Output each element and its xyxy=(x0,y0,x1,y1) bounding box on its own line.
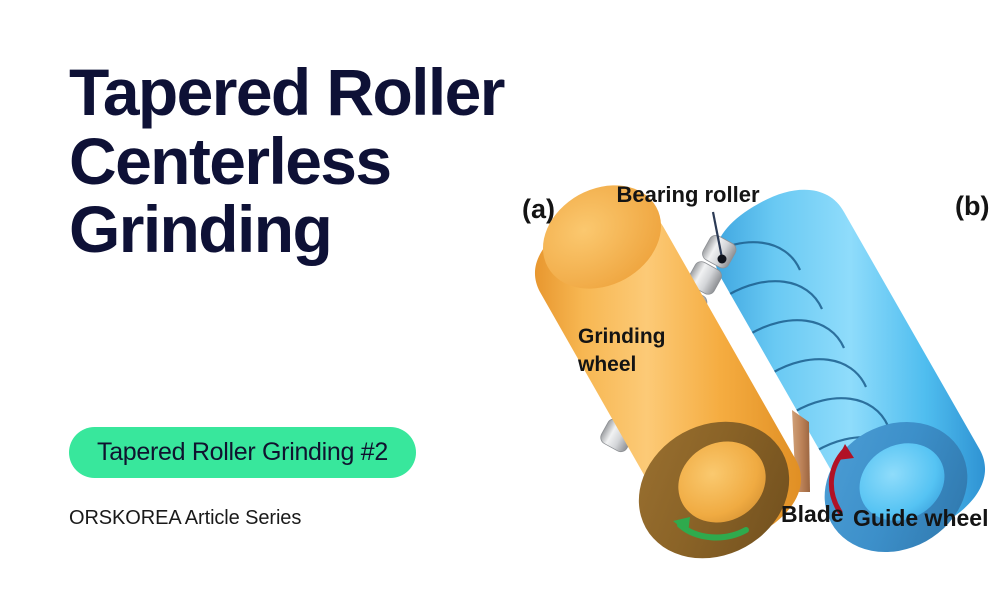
bearing-roller-callout: Bearing roller xyxy=(616,182,760,264)
bearing-roller-label: Bearing roller xyxy=(616,182,759,207)
guide-wheel-face xyxy=(824,421,968,553)
blade-label: Blade xyxy=(781,501,844,527)
panel-label-a: (a) xyxy=(522,194,555,224)
grinding-wheel-label-line2: wheel xyxy=(577,353,636,376)
series-badge[interactable]: Tapered Roller Grinding #2 xyxy=(69,427,416,478)
grinding-wheel xyxy=(534,185,802,559)
guide-wheel-label: Guide wheel xyxy=(853,505,988,531)
series-badge-label: Tapered Roller Grinding #2 xyxy=(97,438,388,466)
panel-label-b: (b) xyxy=(955,191,989,221)
series-subtitle: ORSKOREA Article Series xyxy=(69,507,302,529)
bearing-roller-anchor-dot xyxy=(717,254,727,264)
page-title: Tapered Roller Centerless Grinding xyxy=(69,55,505,267)
guide-wheel xyxy=(714,189,986,553)
bearing-roller-leader-line xyxy=(711,211,724,259)
title-block: Tapered Roller Centerless Grinding xyxy=(69,58,609,264)
centerless-grinding-diagram: (a) (b) xyxy=(500,160,1000,570)
grinding-wheel-rotation-arrow xyxy=(673,517,749,541)
grinding-wheel-face xyxy=(638,421,790,559)
grinding-wheel-callout: Grinding wheel xyxy=(577,325,666,376)
grinding-wheel-label-line1: Grinding xyxy=(578,325,666,348)
guide-wheel-rotation-arrow xyxy=(828,444,854,515)
